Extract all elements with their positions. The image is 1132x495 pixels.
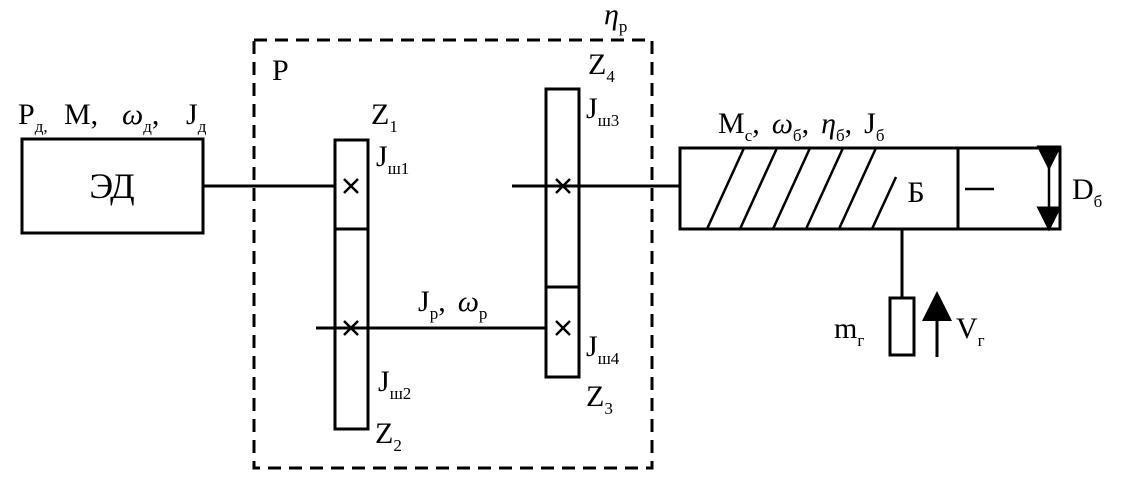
load-weight (888, 296, 916, 357)
motor-power-label: Pд, (18, 98, 48, 136)
load-velocity-label: Vг (956, 312, 985, 350)
bearing-cross-z1 (343, 178, 359, 194)
gear-z3-label: Z3 (586, 380, 613, 418)
load-mass-label: mг (834, 312, 864, 350)
motor-torque-label: M, (64, 98, 98, 131)
shaft-inertia-3-label: Jш3 (586, 92, 619, 130)
bearing-cross-z2 (343, 320, 359, 336)
reducer-efficiency-label: ηр (604, 0, 627, 36)
drum-diameter-label: Dб (1072, 173, 1102, 211)
reducer-boundary (252, 38, 654, 470)
shaft-inertia-2-label: Jш2 (378, 365, 411, 403)
gear-z2-label: Z2 (375, 417, 402, 455)
gear-z1-label: Z1 (371, 98, 398, 136)
motor-inertia-label: Jд (186, 98, 207, 136)
drum-params-label: Mс,ωб,ηб,Jб (718, 107, 884, 145)
shaft-inertia-1-label: Jш1 (376, 140, 409, 178)
motor-omega-label: ωд, (122, 98, 159, 136)
bearing-cross-z4 (555, 178, 571, 194)
gear-z4-label: Z4 (588, 48, 615, 86)
drum-hatching (705, 147, 898, 230)
drum-label: Б (907, 176, 924, 209)
bearing-cross-z3 (555, 320, 571, 336)
shaft-inertia-4-label: Jш4 (586, 330, 620, 368)
gear-z3 (544, 285, 581, 379)
motor-label: ЭД (89, 166, 134, 206)
intermediate-shaft-label: Jр,ωр (418, 285, 487, 323)
reducer-label: Р (272, 54, 289, 87)
